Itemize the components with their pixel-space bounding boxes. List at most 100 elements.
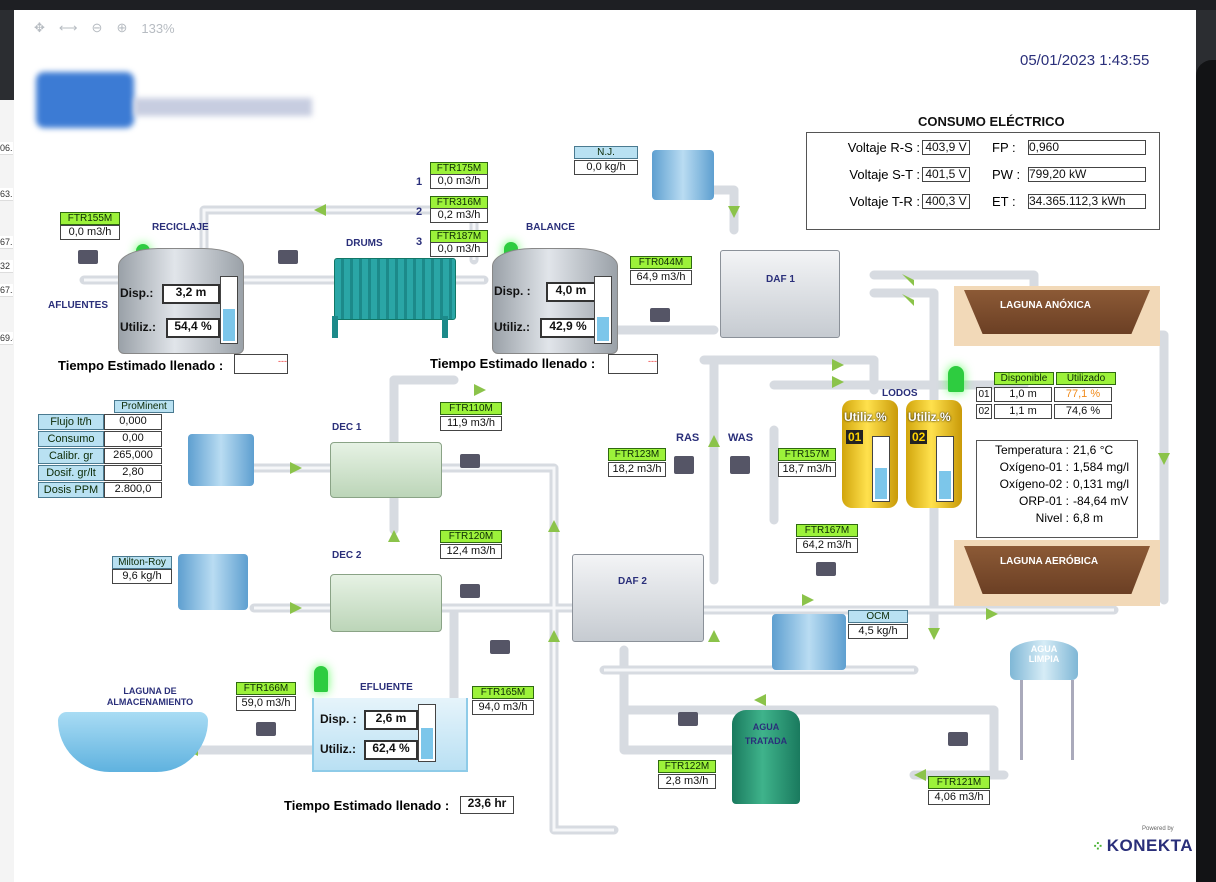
agua-limpia-label: AGUA LIMPIA	[1028, 644, 1060, 664]
flow-meter-icon	[730, 456, 750, 474]
lodos-tank-label: Utiliz.%	[908, 410, 951, 424]
prominent-table: Flujo lt/h 0,000 Consumo g/h 0,00 Calibr…	[38, 414, 162, 498]
balance-label: BALANCE	[526, 222, 575, 233]
ocm-value: 4,5 kg/h	[848, 624, 908, 639]
et-value: 34.365.112,3 kWh	[1028, 194, 1146, 209]
flow-meter-icon	[650, 308, 670, 322]
prominent-label: Calibr. gr	[38, 448, 104, 464]
ftr120-value: 12,4 m3/h	[440, 544, 502, 559]
reciclaje-label: RECICLAJE	[152, 222, 209, 233]
drum-filter-press	[334, 258, 456, 320]
agua-tratada-label: AGUA TRATADA	[744, 722, 788, 746]
edge-cell: 67.2	[0, 284, 13, 297]
et-label: ET :	[992, 194, 1016, 209]
sensor-label: Oxígeno-02 :	[999, 477, 1069, 491]
ftr123-value: 18,2 m3/h	[608, 462, 666, 477]
konekta-logo-icon: ⁘	[1092, 837, 1104, 854]
dec2-label: DEC 2	[332, 550, 362, 561]
ftr166-tag: FTR166M	[236, 682, 296, 695]
agua-tratada-tank	[732, 710, 800, 804]
lodos-disponible: 1,0 m	[994, 387, 1052, 402]
power-panel-title: CONSUMO ELÉCTRICO	[918, 114, 1065, 129]
status-light-icon	[314, 666, 328, 692]
dec1-label: DEC 1	[332, 422, 362, 433]
meter-index: 2	[416, 206, 423, 218]
ftr157-tag: FTR157M	[778, 448, 836, 461]
scada-canvas: ✥ ⟷ ⊖ ⊕ 133% 05/01/2023 1:43:55 CONSUMO …	[14, 10, 1196, 882]
powered-by: Powered by	[1142, 826, 1174, 832]
efluente-util-label: Utiliz.:	[320, 742, 356, 756]
ftr122-tag: FTR122M	[658, 760, 716, 773]
sensor-row: Temperatura : 21,6 °C	[977, 443, 1137, 460]
flow-meter-icon	[490, 640, 510, 654]
balance-tiempo-value: ---	[608, 354, 658, 374]
prominent-row: Calibr. gr 265,000	[38, 448, 162, 464]
power-rows: Voltaje R-S : 403,9 V FP : 0,960 Voltaje…	[806, 140, 1158, 221]
prominent-value: 0,000	[104, 414, 162, 430]
flow-meter-icon	[256, 722, 276, 736]
sensor-value: 1,584 mg/l	[1073, 460, 1130, 474]
prominent-value: 2,80	[104, 465, 162, 481]
sensor-panel: Temperatura : 21,6 °C Oxígeno-01 : 1,584…	[976, 440, 1138, 538]
flow-meter-icon	[78, 250, 98, 264]
was-label: WAS	[728, 432, 754, 444]
power-row: Voltaje R-S : 403,9 V FP : 0,960	[806, 140, 1158, 167]
agua-limpia-tower	[1010, 640, 1078, 680]
lodos-header: Utilizado	[1056, 372, 1116, 385]
daf1-label: DAF 1	[766, 274, 795, 285]
voltage-value: 401,5 V	[922, 167, 970, 182]
ocm-tag: OCM	[848, 610, 908, 623]
zoom-level: 133%	[141, 20, 175, 36]
lodos-tank-num: 02	[910, 430, 928, 444]
pw-value: 799,20 kW	[1028, 167, 1146, 182]
ftr187-value: 0,0 m3/h	[430, 242, 488, 257]
prominent-row: Flujo lt/h 0,000	[38, 414, 162, 430]
milton-tag: Milton-Roy	[112, 556, 172, 569]
reciclaje-disp-label: Disp.:	[120, 286, 154, 300]
sensor-row: Oxígeno-01 : 1,584 mg/l	[977, 460, 1137, 477]
sensor-row: Oxígeno-02 : 0,131 mg/l	[977, 477, 1137, 494]
drums-label: DRUMS	[346, 238, 383, 249]
ftr044-value: 64,9 m3/h	[630, 270, 692, 285]
laguna-aerobica	[964, 546, 1150, 594]
ftr175-value: 0,0 m3/h	[430, 174, 488, 189]
prominent-label: Dosis PPM	[38, 482, 104, 498]
efluente-tiempo-value: 23,6 hr	[460, 796, 514, 814]
fit-width-icon[interactable]: ⟷	[58, 20, 78, 35]
chemical-dosing-unit	[178, 554, 248, 610]
efluente-label: EFLUENTE	[360, 682, 413, 693]
prominent-title: ProMinent	[114, 400, 174, 413]
flow-meter-icon	[460, 454, 480, 468]
background-device-edge	[1196, 60, 1216, 882]
viewer-toolbar: ✥ ⟷ ⊖ ⊕ 133%	[34, 18, 175, 38]
reciclaje-util-label: Utiliz.:	[120, 320, 156, 334]
dec2-unit	[330, 574, 442, 632]
zoom-out-icon[interactable]: ⊖	[91, 20, 103, 35]
sensor-row: Nivel : 6,8 m	[977, 511, 1137, 528]
lodos-header: Disponible	[994, 372, 1054, 385]
voltage-label: Voltaje S-T :	[849, 167, 920, 182]
milton-value: 9,6 kg/h	[112, 569, 172, 584]
status-light-icon	[948, 366, 964, 392]
ftr316-value: 0,2 m3/h	[430, 208, 488, 223]
ftr123-tag: FTR123M	[608, 448, 666, 461]
voltage-value: 403,9 V	[922, 140, 970, 155]
datetime: 05/01/2023 1:43:55	[1020, 52, 1150, 69]
afluentes-label: AFLUENTES	[48, 300, 108, 311]
balance-disp-label: Disp. :	[494, 284, 531, 298]
voltage-label: Voltaje R-S :	[847, 140, 920, 155]
ftr167-value: 64,2 m3/h	[796, 538, 858, 553]
sensor-value: 0,131 mg/l	[1073, 477, 1130, 491]
efluente-tiempo-label: Tiempo Estimado llenado :	[284, 798, 450, 813]
lodos-table: Disponible Utilizado 01 1,0 m 77,1 % 02 …	[976, 372, 1116, 419]
ftr122-value: 2,8 m3/h	[658, 774, 716, 789]
fp-value: 0,960	[1028, 140, 1146, 155]
edge-cell: 69.4	[0, 332, 13, 345]
company-name-redacted	[134, 98, 312, 116]
move-icon[interactable]: ✥	[34, 20, 45, 35]
ftr157-value: 18,7 m3/h	[778, 462, 836, 477]
company-logo	[36, 72, 134, 128]
reciclaje-level-gauge	[220, 276, 238, 344]
zoom-in-icon[interactable]: ⊕	[116, 20, 128, 35]
ftr110-value: 11,9 m3/h	[440, 416, 502, 431]
